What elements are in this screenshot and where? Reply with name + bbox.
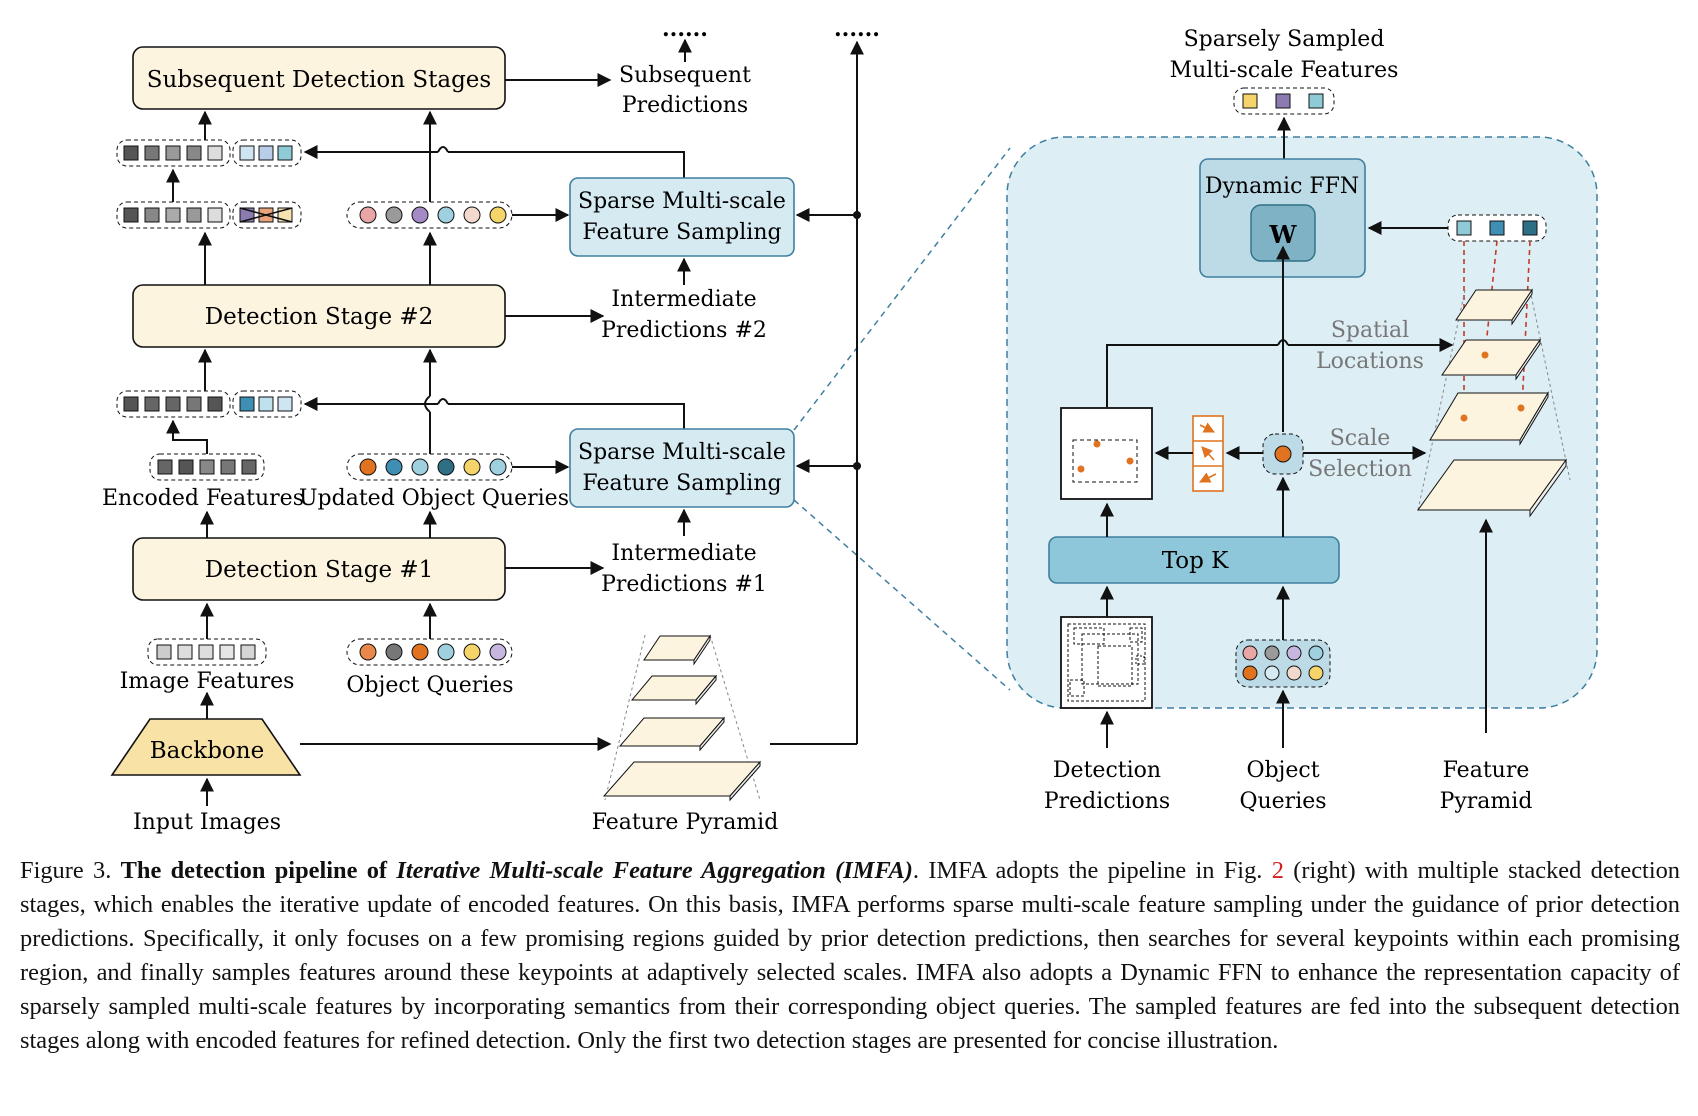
scale-selection-line1: Scale	[1330, 426, 1391, 451]
subsequent-predictions-line1: Subsequent	[619, 63, 751, 88]
image-features-strip	[147, 638, 267, 666]
detection-predictions-image	[1060, 616, 1153, 709]
query-node	[1262, 433, 1304, 475]
sparse-features-line2: Multi-scale Features	[1170, 58, 1399, 83]
weight-symbol: W	[1269, 220, 1298, 249]
feature-pyramid-right-line1: Feature	[1443, 758, 1530, 783]
detection-predictions-line1: Detection	[1053, 758, 1161, 783]
subsequent-stages-label: Subsequent Detection Stages	[147, 67, 491, 93]
discarded-features-strip	[232, 201, 302, 229]
encoded-features-label: Encoded Features	[102, 486, 304, 511]
intermediate1-line2: Predictions #1	[601, 572, 767, 597]
feature-pyramid-right	[1417, 288, 1571, 518]
backbone-block: Backbone	[110, 718, 302, 776]
sparse-sampling-lower-line1: Sparse Multi-scale	[578, 440, 786, 465]
dynamic-ffn-box: Dynamic FFN W	[1199, 158, 1366, 278]
encoded-features-strip-mid	[116, 201, 231, 229]
backbone-label: Backbone	[150, 738, 264, 764]
sparse-sampling-lower-line2: Feature Sampling	[582, 471, 781, 496]
detection-stage-1-label: Detection Stage #1	[205, 557, 434, 583]
intermediate1-line1: Intermediate	[611, 541, 756, 566]
detection-predictions-line2: Predictions	[1044, 789, 1170, 814]
figure-reference-link[interactable]: 2	[1271, 857, 1284, 884]
detection-stage-2-label: Detection Stage #2	[205, 304, 434, 330]
pyramid-sampled-strip	[1447, 214, 1547, 242]
intermediate2-line2: Predictions #2	[601, 318, 767, 343]
sampled-features-strip-lower	[232, 390, 302, 418]
detection-stage-1-box: Detection Stage #1	[132, 537, 506, 601]
top-k-box: Top K	[1048, 536, 1340, 584]
object-queries-label: Object Queries	[346, 673, 513, 698]
subsequent-predictions-line2: Predictions	[622, 93, 748, 118]
image-features-label: Image Features	[120, 669, 295, 694]
dynamic-ffn-label: Dynamic FFN	[1205, 174, 1359, 199]
sampled-features-strip-upper	[232, 139, 302, 167]
input-images-label: Input Images	[133, 810, 281, 835]
sparse-features-line1: Sparsely Sampled	[1184, 27, 1385, 52]
caption-title-prefix: The detection pipeline of	[120, 857, 388, 884]
encoded-features-strip	[149, 453, 265, 481]
dots-top-center: ......	[662, 16, 708, 42]
offset-arrows-icon	[1192, 415, 1224, 492]
feature-pyramid-left	[602, 634, 762, 802]
sparse-features-strip	[1233, 87, 1335, 115]
encoded-features-strip-lower	[116, 390, 231, 418]
caption-title-italic: Iterative Multi-scale Feature Aggregatio…	[396, 857, 913, 884]
object-queries-strip-upper	[346, 201, 513, 229]
spatial-locations-line1: Spatial	[1331, 318, 1409, 343]
figure-caption: Figure 3. The detection pipeline of Iter…	[20, 854, 1680, 1058]
dots-top-right: ......	[834, 16, 880, 42]
top-k-label: Top K	[1162, 548, 1229, 574]
figure-label: Figure 3.	[20, 857, 112, 884]
imfa-pipeline-diagram: Subsequent Detection Stages Subsequent P…	[102, 16, 1598, 835]
spatial-locations-line2: Locations	[1316, 349, 1424, 374]
object-queries-right-line1: Object	[1246, 758, 1319, 783]
object-queries-right-line2: Queries	[1239, 789, 1326, 814]
sparse-sampling-upper-line2: Feature Sampling	[582, 220, 781, 245]
sparse-sampling-box-upper: Sparse Multi-scale Feature Sampling	[569, 177, 795, 257]
encoded-features-strip-upper	[116, 139, 231, 167]
zoom-line-bottom	[793, 499, 1011, 691]
caption-title-end: .	[912, 857, 919, 884]
subsequent-stages-box: Subsequent Detection Stages	[132, 46, 506, 110]
detection-stage-2-box: Detection Stage #2	[132, 284, 506, 348]
sparse-sampling-upper-line1: Sparse Multi-scale	[578, 189, 786, 214]
object-queries-grid	[1235, 639, 1331, 688]
zoom-line-top	[793, 147, 1011, 431]
region-keypoints-box	[1060, 407, 1153, 500]
feature-pyramid-label: Feature Pyramid	[592, 810, 779, 835]
feature-pyramid-right-line2: Pyramid	[1440, 789, 1533, 814]
updated-object-queries-strip	[346, 453, 513, 481]
intermediate2-line1: Intermediate	[611, 287, 756, 312]
updated-queries-label: Updated Object Queries	[299, 486, 569, 511]
scale-selection-line2: Selection	[1308, 457, 1412, 482]
caption-text-1: IMFA adopts the pipeline in Fig.	[928, 857, 1263, 884]
object-queries-strip	[346, 638, 513, 666]
caption-text-2: (right) with multiple stacked detection …	[20, 857, 1681, 1054]
sparse-sampling-box-lower: Sparse Multi-scale Feature Sampling	[569, 428, 795, 508]
